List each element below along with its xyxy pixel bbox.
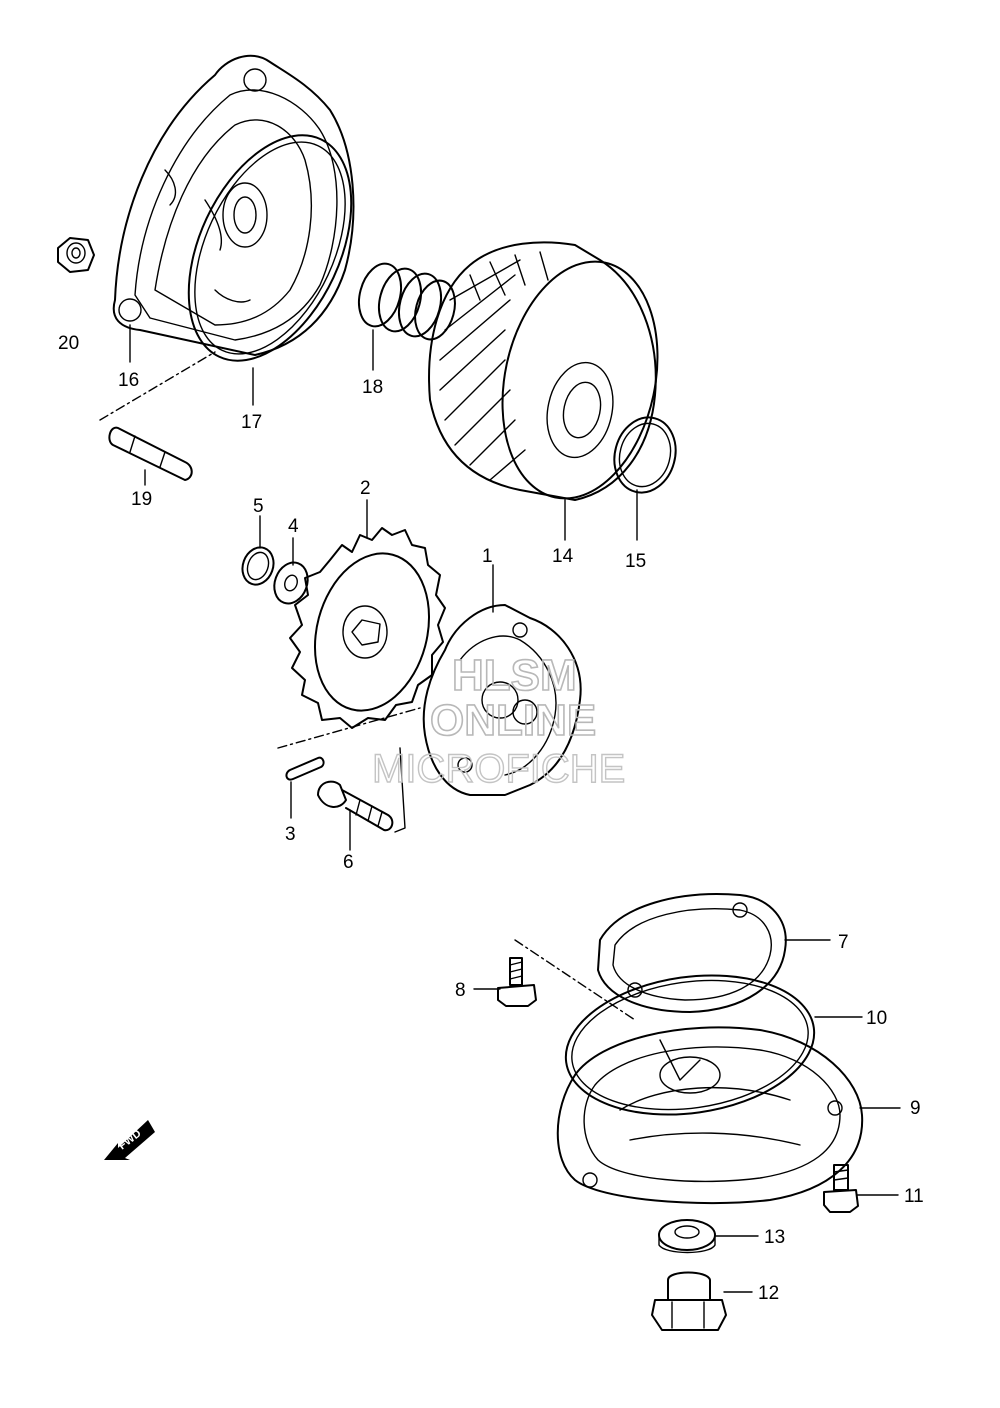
- watermark: HLSM ONLINE MICROFICHE: [371, 650, 626, 792]
- part-20-nut: [57, 237, 95, 273]
- callout-1: 1: [482, 546, 493, 567]
- callout-20: 20: [58, 333, 79, 354]
- part-9-oil-pan: [556, 1026, 864, 1205]
- callout-15: 15: [625, 551, 646, 572]
- part-6-bolt: [317, 780, 394, 832]
- callout-5: 5: [253, 496, 264, 517]
- callout-4: 4: [288, 516, 299, 537]
- callout-labels: 1 2 3 4 5 6 7 8 9 10 11 12 13 14 15 16 1…: [58, 333, 924, 1304]
- part-19-stud: [108, 426, 193, 481]
- callout-12: 12: [758, 1283, 779, 1304]
- part-1-pump-body: [422, 604, 582, 796]
- fwd-direction-arrow-icon: FWD: [104, 1120, 155, 1160]
- callout-8: 8: [455, 980, 466, 1001]
- watermark-line-1: HLSM: [452, 651, 577, 700]
- callout-18: 18: [362, 377, 383, 398]
- leader-lines: [129, 324, 901, 1293]
- part-15-o-ring: [613, 416, 677, 494]
- part-3-pin: [285, 756, 325, 781]
- callout-2: 2: [360, 478, 371, 499]
- part-18-spring: [357, 262, 456, 341]
- part-16-filter-cover: [112, 54, 355, 356]
- callout-16: 16: [118, 370, 139, 391]
- assembly-lines: [99, 351, 636, 1021]
- callout-3: 3: [285, 824, 296, 845]
- part-17-o-ring: [187, 134, 353, 362]
- callout-17: 17: [241, 412, 262, 433]
- part-13-washer: [658, 1219, 716, 1254]
- callout-13: 13: [764, 1227, 785, 1248]
- watermark-line-2: ONLINE: [430, 696, 596, 745]
- part-11-bolt: [823, 1164, 859, 1213]
- callout-11: 11: [904, 1186, 924, 1207]
- part-10-o-ring: [564, 974, 816, 1116]
- part-14-oil-filter: [428, 241, 659, 501]
- part-12-drain-plug: [651, 1271, 727, 1331]
- callout-10: 10: [866, 1008, 887, 1029]
- callout-6: 6: [343, 852, 354, 873]
- callout-9: 9: [910, 1098, 921, 1119]
- callout-19: 19: [131, 489, 152, 510]
- callout-14: 14: [552, 546, 574, 567]
- part-2-gear: [289, 527, 446, 729]
- callout-7: 7: [838, 932, 849, 953]
- part-8-bolt: [497, 957, 537, 1007]
- part-7-gasket: [597, 893, 787, 1013]
- part-5-circlip: [241, 546, 275, 586]
- watermark-line-3: MICROFICHE: [372, 747, 625, 791]
